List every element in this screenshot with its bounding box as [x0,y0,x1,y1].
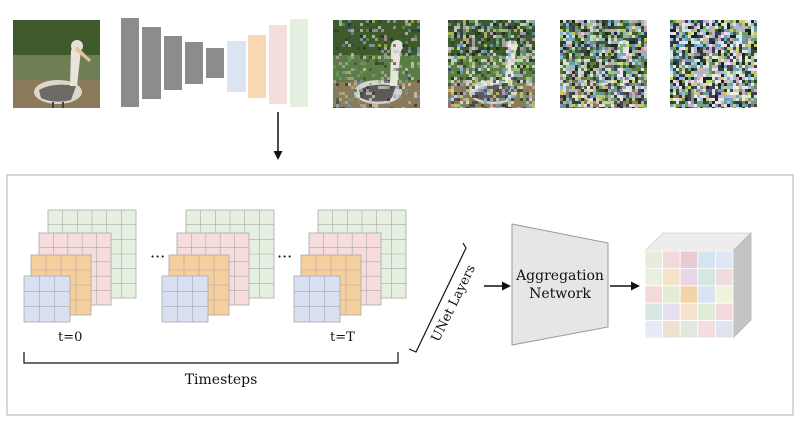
noisy-photo-4 [670,20,757,108]
aggregation-label-line2: Network [529,286,591,302]
ellipsis-1: ··· [150,247,165,266]
feature-stack-1 [23,209,137,323]
unet-decoder-3 [269,25,287,104]
output-cell [662,250,681,269]
unet-encoder-3 [164,36,182,90]
output-cell [715,267,734,287]
unet-decoder-4 [290,19,308,107]
output-cell [644,302,664,322]
feature-map-blue [161,275,209,323]
output-cell [679,285,699,304]
output-cell [662,302,681,322]
unet-layers-bracket [408,242,467,353]
output-cell [715,302,734,322]
feature-map-blue [293,275,341,323]
cube-side-face [732,232,752,339]
output-cell [644,250,664,269]
timesteps-bracket [23,352,399,364]
unet-layers-label: UNet Layers [429,263,479,345]
output-cell [697,320,716,339]
output-cell [679,267,699,287]
unet-encoder-5 [206,48,224,78]
input-photo [13,20,100,108]
timesteps-label: Timesteps [185,372,258,388]
unet-decoder-2 [248,35,266,98]
output-cell [715,250,734,269]
aggregation-trapezoid [511,223,609,346]
output-cell [644,267,664,287]
output-cell [679,320,699,339]
output-cell [697,285,716,304]
output-cell [697,302,716,322]
output-cell [679,250,699,269]
unet-encoder-4 [185,42,203,84]
unet-block [121,18,308,107]
feature-stack-2 [161,209,275,323]
output-cell [662,285,681,304]
output-cell [697,250,716,269]
noisy-photo-3 [560,20,647,108]
output-cell [662,320,681,339]
output-cell [679,302,699,322]
ellipsis-2: ··· [277,247,292,266]
t-end-label: t=T [330,330,355,345]
unet-encoder-1 [121,18,139,107]
aggregation-network: Aggregation Network [511,223,609,346]
noisy-photo-1 [333,20,420,108]
cube-top-face [644,232,752,252]
feature-stacks [23,209,407,323]
image-strip [13,20,757,108]
output-cell [715,285,734,304]
feature-panel [6,174,794,416]
feature-stack-3 [293,209,407,323]
output-cell [715,320,734,339]
output-cell [697,267,716,287]
output-feature-cube [644,232,752,339]
output-cell [662,267,681,287]
unet-decoder-1 [227,41,246,92]
aggregation-label-line1: Aggregation [515,268,604,284]
t-start-label: t=0 [58,330,82,345]
cube-front-face [644,250,734,339]
unet-encoder-2 [142,27,161,99]
output-cell [644,285,664,304]
feature-map-blue [23,275,71,323]
noisy-photo-2 [448,20,535,108]
output-cell [644,320,664,339]
